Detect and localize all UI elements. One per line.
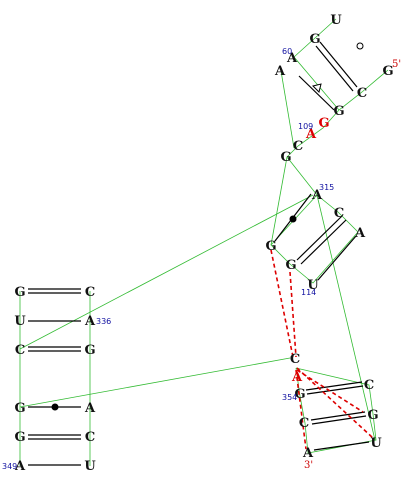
nucleotide-u: U	[14, 314, 26, 329]
nucleotide-c: C	[293, 139, 303, 154]
filled-circle-symbol	[289, 215, 297, 223]
index-label: 109	[298, 122, 313, 131]
nucleotide-a: A	[286, 51, 298, 66]
tertiary-line	[296, 369, 364, 413]
nucleotide-a: A	[311, 188, 323, 203]
backbone-long-1	[280, 70, 295, 149]
nucleotide-g: G	[294, 387, 305, 402]
nucleotide-a: A	[84, 314, 96, 329]
pair-line	[315, 45, 354, 92]
backbone-top-loop	[293, 18, 340, 111]
nucleotide-c: C	[357, 86, 367, 101]
nucleotide-u: U	[84, 459, 96, 474]
backbone-long-4	[19, 194, 314, 350]
base-pair-lines	[28, 41, 370, 466]
nucleotide-g: G	[367, 408, 378, 423]
nucleotide-g: G	[265, 239, 276, 254]
nucleotide-a: A	[14, 459, 26, 474]
nucleotide-a: A	[354, 226, 366, 241]
nucleotide-c: C	[334, 206, 344, 221]
pair-line	[313, 441, 370, 451]
index-label: 315	[319, 183, 334, 192]
nucleotide-g: G	[14, 401, 25, 416]
index-label: 354	[282, 393, 297, 402]
nucleotide-c: C	[15, 343, 25, 358]
nucleotide-u: U	[307, 278, 319, 293]
tertiary-line	[296, 367, 374, 439]
nucleotide-g-highlight: G	[318, 116, 329, 131]
nucleotide-g: G	[333, 104, 344, 119]
nucleotide-c: C	[85, 285, 95, 300]
pair-line	[310, 411, 366, 421]
pair-line	[311, 415, 367, 425]
nucleotide-g: G	[309, 32, 320, 47]
nucleotide-u: U	[370, 436, 382, 451]
backbone-long-2	[270, 156, 288, 246]
three-prime-end-label: 3'	[304, 460, 313, 471]
backbone-long-3	[316, 194, 376, 441]
nucleotide-g: G	[382, 64, 393, 79]
nucleotide-u: U	[330, 13, 342, 28]
nucleotide-a: A	[84, 401, 96, 416]
nucleotide-g: G	[280, 150, 291, 165]
nucleotide-c: C	[85, 430, 95, 445]
nucleotide-c: C	[299, 416, 309, 431]
open-triangle-symbol	[312, 83, 322, 93]
pair-line	[300, 219, 347, 265]
pair-symbols	[51, 42, 364, 411]
pair-line	[305, 381, 363, 391]
left-helix: G C U A C G G A G C A U	[14, 285, 96, 474]
pair-line	[319, 41, 358, 88]
nucleotide-a-highlight: A	[291, 370, 303, 385]
tertiary-line	[289, 271, 297, 358]
nucleotide-a: A	[274, 64, 286, 79]
five-prime-end-label: 5'	[392, 59, 401, 70]
pair-line	[298, 75, 335, 111]
index-label: 114	[301, 288, 316, 297]
tertiary-line	[295, 369, 307, 450]
pair-line	[306, 385, 364, 395]
backbone-top-hairpin	[270, 69, 389, 284]
pair-line	[317, 235, 357, 281]
tertiary-lines	[270, 249, 374, 450]
index-label: 349	[2, 462, 17, 471]
pair-line	[296, 215, 343, 261]
filled-circle-symbol	[51, 403, 59, 411]
backbone-long-5	[19, 357, 291, 408]
tertiary-line	[270, 249, 294, 358]
backbone-lines	[19, 18, 389, 466]
nucleotide-g: G	[14, 430, 25, 445]
position-indices: 60 109 315 114 336 354 349	[2, 47, 334, 471]
open-circle-symbol	[356, 42, 364, 50]
nucleotide-a-highlight: A	[305, 127, 317, 142]
index-label: 336	[96, 317, 111, 326]
middle-helix: A C A G G U	[265, 188, 366, 293]
nucleotide-a: A	[302, 446, 314, 461]
nucleotide-c: C	[364, 378, 374, 393]
nucleotide-c: C	[290, 352, 300, 367]
bottom-helix: C A G C C G A U	[290, 352, 383, 461]
nucleotide-g: G	[84, 343, 95, 358]
nucleotide-g: G	[14, 285, 25, 300]
index-label: 60	[282, 47, 292, 56]
top-hairpin: U G A A C G G G A C G	[274, 13, 394, 165]
nucleotide-g: G	[285, 258, 296, 273]
